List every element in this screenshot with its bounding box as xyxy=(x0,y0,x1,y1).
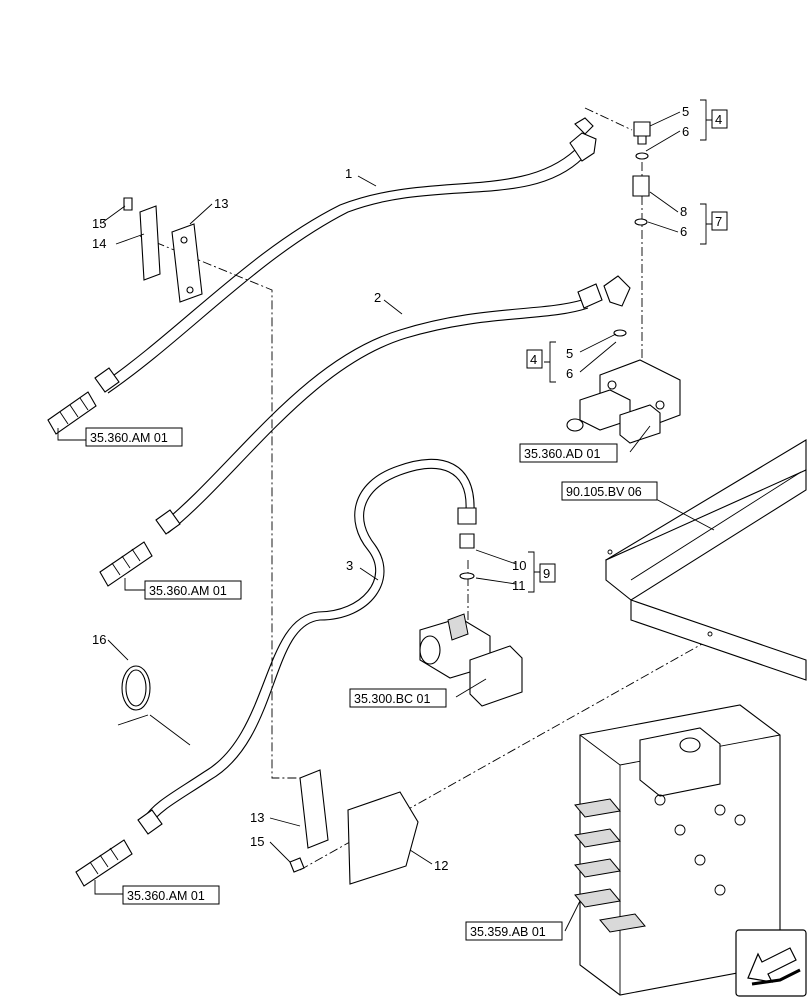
hose-3 xyxy=(75,458,477,887)
callout-6-lower: 6 xyxy=(566,366,573,381)
callout-3: 3 xyxy=(346,558,353,573)
fittings-center xyxy=(419,572,523,707)
callout-10: 10 xyxy=(512,558,526,573)
callout-12: 12 xyxy=(434,858,448,873)
callout-8: 8 xyxy=(680,204,687,219)
hose-2 xyxy=(99,275,631,587)
reference-90-105-bv-06: 90.105.BV 06 xyxy=(566,485,642,499)
frame xyxy=(605,439,807,681)
hose-1 xyxy=(47,117,597,435)
fittings-group-right xyxy=(613,121,651,337)
bracket-parts-bottom xyxy=(289,769,419,885)
reference-35-360-am-01-bottom: 35.360.AM 01 xyxy=(127,889,205,903)
callout-16: 16 xyxy=(92,632,106,647)
reference-35-360-am-01-top: 35.360.AM 01 xyxy=(90,431,168,445)
callout-13-top: 13 xyxy=(214,196,228,211)
kit-box-4-lower: 4 xyxy=(530,352,537,367)
reference-35-300-bc-01: 35.300.BC 01 xyxy=(354,692,430,706)
reference-35-360-am-01-mid: 35.360.AM 01 xyxy=(149,584,227,598)
callout-numbers: 1 2 3 5 6 8 6 5 6 10 11 12 13 13 14 15 1… xyxy=(92,104,689,873)
callout-1: 1 xyxy=(345,166,352,181)
callout-14: 14 xyxy=(92,236,106,251)
kit-box-7: 7 xyxy=(715,214,722,229)
callout-15-bottom: 15 xyxy=(250,834,264,849)
clamp-parts-top xyxy=(123,197,203,303)
callout-15-top: 15 xyxy=(92,216,106,231)
kit-box-4-top: 4 xyxy=(715,112,722,127)
reference-35-360-ad-01: 35.360.AD 01 xyxy=(524,447,600,461)
leader-lines xyxy=(57,111,715,932)
kit-boxes: 4 7 4 9 xyxy=(526,109,728,583)
callout-11: 11 xyxy=(512,578,526,593)
kit-box-9: 9 xyxy=(543,566,550,581)
callout-6-mid: 6 xyxy=(680,224,687,239)
callout-5-lower: 5 xyxy=(566,346,573,361)
control-valve xyxy=(566,359,681,444)
alignment-lines xyxy=(139,107,719,871)
callout-2: 2 xyxy=(374,290,381,305)
reference-35-359-ab-01: 35.359.AB 01 xyxy=(470,925,546,939)
reference-boxes: 35.360.AM 01 35.360.AM 01 35.360.AM 01 3… xyxy=(85,427,658,941)
main-control-valve xyxy=(574,704,781,996)
orientation-arrow-icon xyxy=(735,929,807,997)
kit-brackets xyxy=(528,99,712,593)
callout-13-bottom: 13 xyxy=(250,810,264,825)
callout-5-top: 5 xyxy=(682,104,689,119)
callout-6-top: 6 xyxy=(682,124,689,139)
o-ring-16 xyxy=(117,665,191,746)
